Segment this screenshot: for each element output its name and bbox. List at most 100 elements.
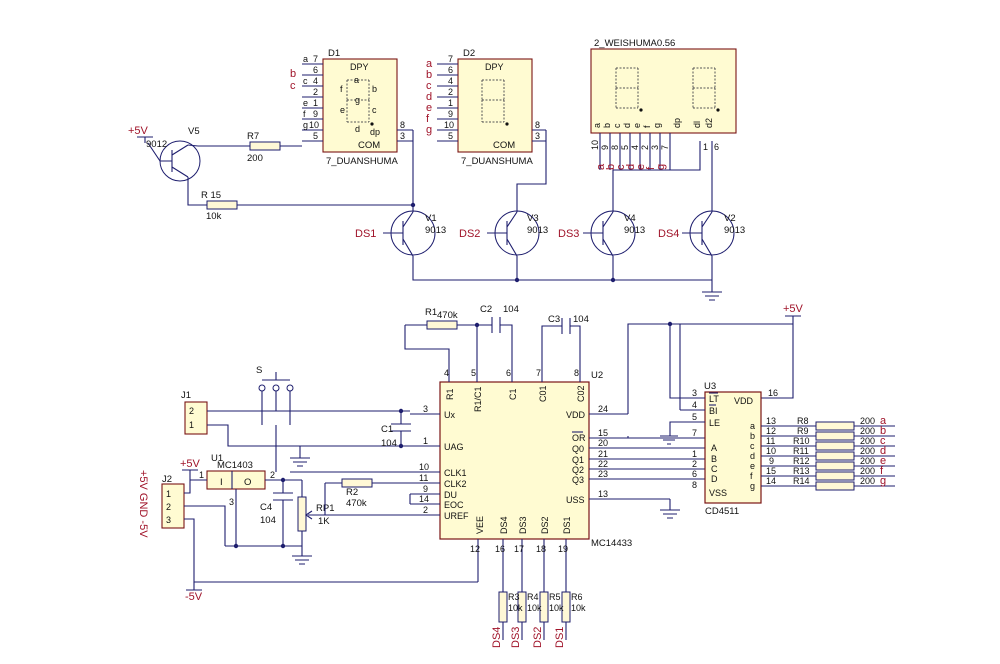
d1-seg-dp: dp: [370, 127, 380, 137]
d3-r-a: a: [595, 163, 607, 170]
bank-val-0: 200: [860, 416, 875, 426]
u1-pin-i: I: [220, 477, 223, 488]
c3-value: 104: [573, 314, 589, 325]
d1-pin-7: 7: [313, 54, 318, 64]
r5-value: 10k: [549, 603, 564, 613]
d2-pin-2: 2: [448, 87, 453, 97]
u2-lbl-q1: Q1: [572, 455, 584, 465]
r7-ref: R7: [247, 131, 259, 142]
bank-ref-3: R11: [793, 446, 809, 456]
d3-b-f: f: [642, 125, 652, 128]
u2-lbl-c1: C1: [508, 388, 518, 400]
d3-b-g: g: [652, 123, 662, 128]
resistor-r2: R2 470k: [324, 478, 410, 515]
u3-lbl-vss: VSS: [709, 488, 727, 498]
u2-lbl-q3: Q3: [572, 475, 584, 485]
c1-ref: C1: [381, 424, 393, 435]
c3-ref: C3: [548, 314, 560, 325]
bank-pin-6: 14: [766, 476, 776, 486]
bank-ref-6: R14: [793, 476, 810, 486]
u2-lbl-ux: Ux: [444, 410, 455, 420]
bank-val-3: 200: [860, 446, 875, 456]
bank-pin-4: 9: [769, 456, 774, 466]
r6-ref: R6: [571, 592, 583, 602]
d1-pin-5: 5: [313, 131, 318, 141]
d2-pin-10: 10: [444, 120, 454, 130]
u2-pin-1: 1: [423, 436, 428, 446]
d3-pin-nums: 10 9 8 5 4 2 3 7 1 6: [590, 140, 719, 152]
d3-b-d: d: [622, 123, 632, 128]
transistor-v3: DS2 V3 9013: [459, 210, 548, 257]
bank-val-1: 200: [860, 426, 875, 436]
u2-lbl-du: DU: [444, 490, 457, 500]
v3-ref: V3: [527, 213, 539, 224]
u2-lbl-ds1: DS1: [562, 516, 572, 534]
v5-ref: V5: [188, 126, 200, 137]
u2-pin-15: 15: [598, 428, 608, 438]
u2-lbl-r1: R1: [445, 388, 455, 400]
u2-lbl-uref: UREF: [444, 511, 469, 521]
d2-pin-4: 4: [448, 76, 453, 86]
u3-pin-1: 1: [692, 449, 697, 459]
d1-lbl-e: e: [303, 98, 308, 108]
switch-s[interactable]: S: [256, 365, 294, 425]
r2-value: 470k: [346, 498, 367, 509]
bank-pin-3: 10: [766, 446, 776, 456]
d3-p0: 10: [590, 140, 600, 150]
u1-vcc: +5V: [180, 458, 201, 470]
r3-ref: R3: [508, 592, 520, 602]
d1-seg-a: a: [354, 75, 359, 85]
bank-ref-4: R12: [793, 456, 810, 466]
u2-pin-16: 16: [495, 544, 505, 554]
u3-out-g: g: [750, 481, 755, 491]
transistor-v4: DS3 V4 9013: [558, 210, 645, 257]
d3-b-a: a: [592, 123, 602, 128]
u2-pin-8: 8: [574, 368, 579, 378]
d3-p4: 4: [630, 145, 640, 150]
v1-type: 9013: [425, 225, 446, 236]
r4-value: 10k: [527, 603, 542, 613]
u2-pin-4: 4: [444, 368, 449, 378]
d2-name: 7_DUANSHUMA: [461, 156, 533, 167]
d1-pin-6: 6: [313, 65, 318, 75]
u1-num-3: 3: [229, 497, 234, 507]
bank-pin-1: 12: [766, 426, 776, 436]
d1-pin-3: 3: [400, 131, 405, 141]
u3-out-a: a: [750, 421, 755, 431]
bank-ref-2: R10: [793, 436, 810, 446]
d2-side-g: g: [426, 124, 432, 136]
d2-side-d: d: [426, 91, 432, 103]
ds-resistors: R3 10k R4 10k R5 10k R6 10k DS4 DS3 DS2 …: [491, 591, 586, 648]
d1-lbl-c: c: [303, 76, 308, 86]
d1-pin-4: 4: [313, 76, 318, 86]
u2-lbl-c01: C01: [538, 385, 548, 402]
resistor-r15: R 15 10k: [187, 177, 413, 222]
transistor-v2: DS4 V2 9013: [658, 210, 745, 257]
d3-r-b: b: [605, 164, 617, 170]
d3-r-c: c: [615, 164, 627, 170]
u2-pin-18: 18: [536, 544, 546, 554]
u3-lbl-le: LE: [709, 418, 720, 428]
u2-pin-14: 14: [419, 494, 429, 504]
c4-ref: C4: [260, 502, 272, 513]
connector-j1: J1 2 1: [181, 390, 410, 449]
bank-out-d: d: [880, 445, 886, 457]
u3-pin-16: 16: [768, 388, 778, 398]
d2-pin-5: 5: [448, 131, 453, 141]
d1-pin-2: 2: [313, 87, 318, 97]
d3-r-g: g: [655, 164, 667, 170]
u2-lbl-ds3: DS3: [518, 516, 528, 534]
d2-seven-seg: [481, 79, 509, 126]
u3-lbl-d: D: [711, 474, 718, 484]
transistor-v5: V5 9012 +5V: [128, 125, 201, 182]
u2-pin-13: 13: [598, 489, 608, 499]
capacitor-c3: C3 104: [541, 314, 589, 368]
d1-com: COM: [358, 140, 380, 151]
u2-pin-5: 5: [471, 368, 476, 378]
bank-out-c: c: [880, 435, 886, 447]
u2-lbl-c02: C02: [576, 385, 586, 402]
u3-lbl-lt: LT: [709, 394, 719, 404]
u3-pin-5: 5: [692, 412, 697, 422]
u3-pin-7: 7: [692, 428, 697, 438]
